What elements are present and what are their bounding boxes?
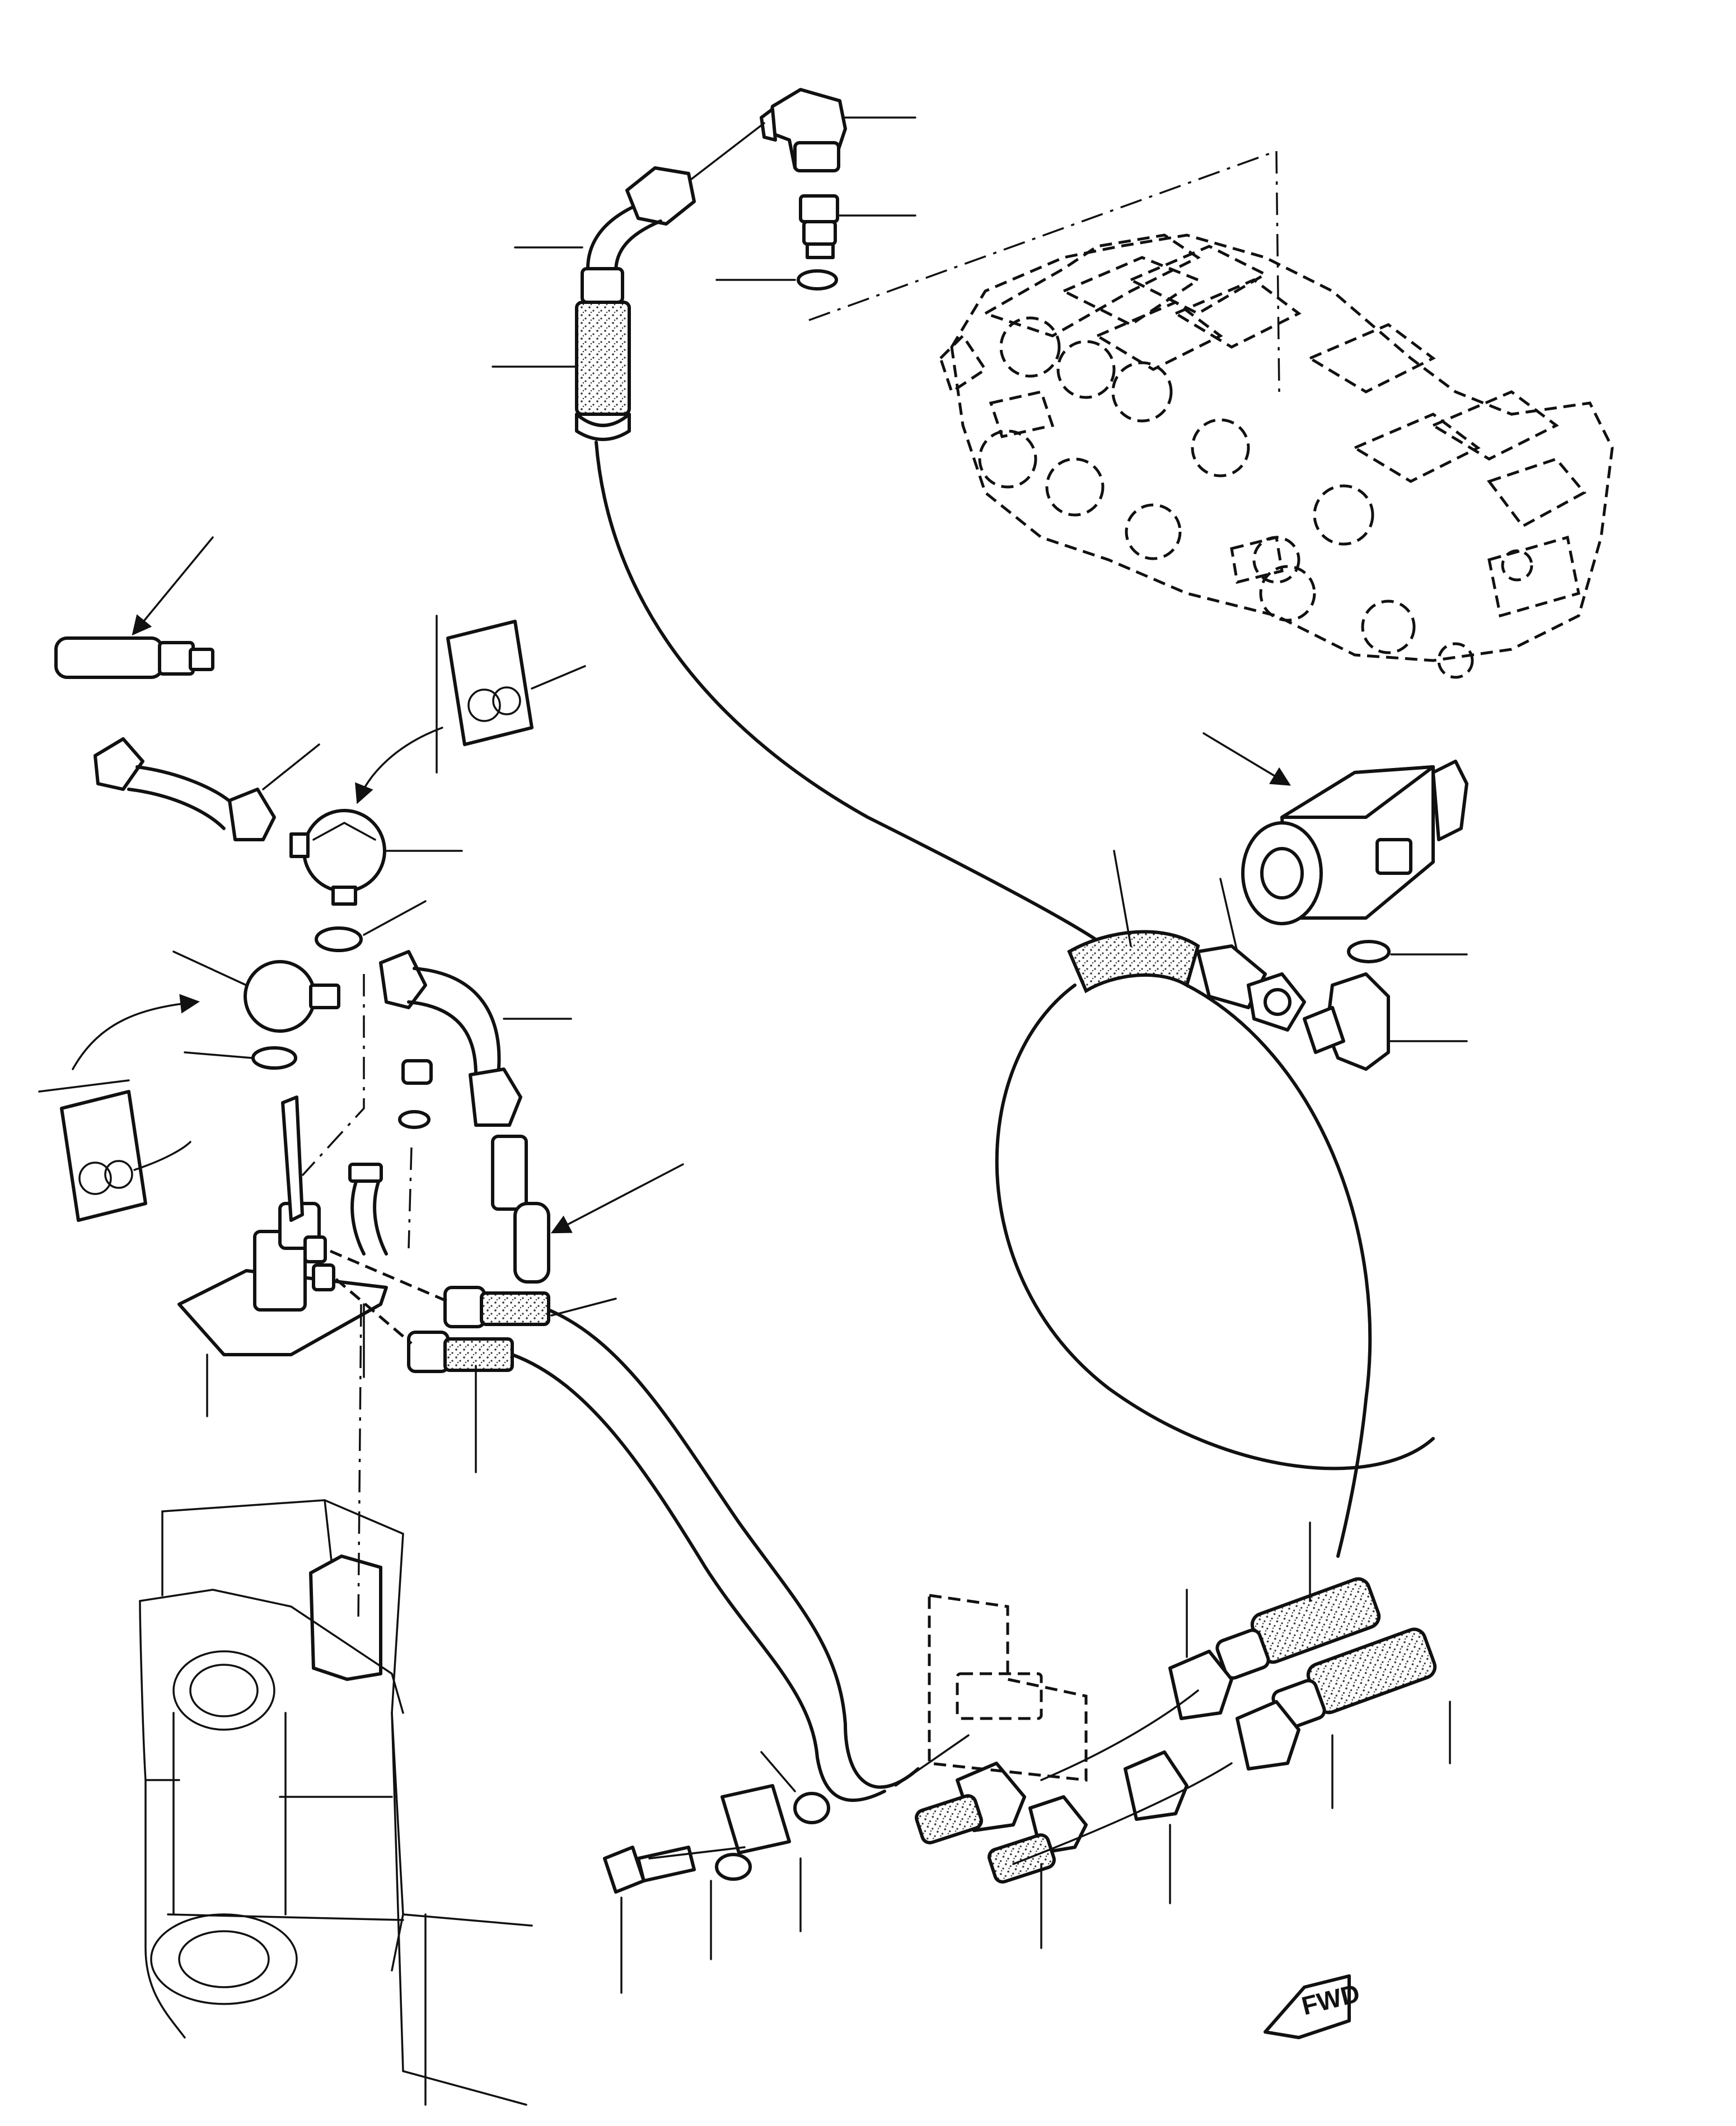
manifold-bracket — [177, 1095, 388, 1356]
manifold-hoses — [407, 1286, 550, 1373]
sealant-package-lower — [38, 1079, 147, 1222]
tee-fitting-lower — [244, 960, 340, 1033]
clamp-and-bolt — [603, 1784, 830, 1894]
left-upper-short-hose — [93, 737, 276, 841]
top-hose — [575, 166, 696, 441]
washer-lower — [251, 1046, 297, 1070]
lower-center-connectors — [915, 1750, 1188, 1884]
o-ring-top — [797, 269, 838, 291]
top-elbow-fitting — [760, 88, 847, 172]
small-bolt — [398, 1059, 433, 1129]
straight-adapter — [799, 194, 839, 259]
solenoid-valve-block — [1241, 760, 1468, 925]
boom-frame — [139, 1499, 533, 2106]
control-valve-assembly — [939, 233, 1614, 679]
o-ring-right — [1347, 940, 1391, 963]
washer-upper — [315, 926, 363, 952]
forward-arrow-icon — [1264, 1974, 1351, 2039]
fwd-direction-marker: FWD — [1264, 1974, 1363, 2039]
pressure-switch — [54, 636, 214, 679]
right-hose-end — [1067, 930, 1306, 1032]
curved-hose-with-switch — [379, 950, 550, 1284]
right-elbow-fitting — [1303, 972, 1390, 1071]
lower-right-hose-ends — [1168, 1577, 1437, 1771]
tee-fitting-upper — [289, 809, 386, 906]
sealant-package-upper — [436, 615, 534, 774]
mounting-bracket-dashed — [928, 1594, 1088, 1782]
